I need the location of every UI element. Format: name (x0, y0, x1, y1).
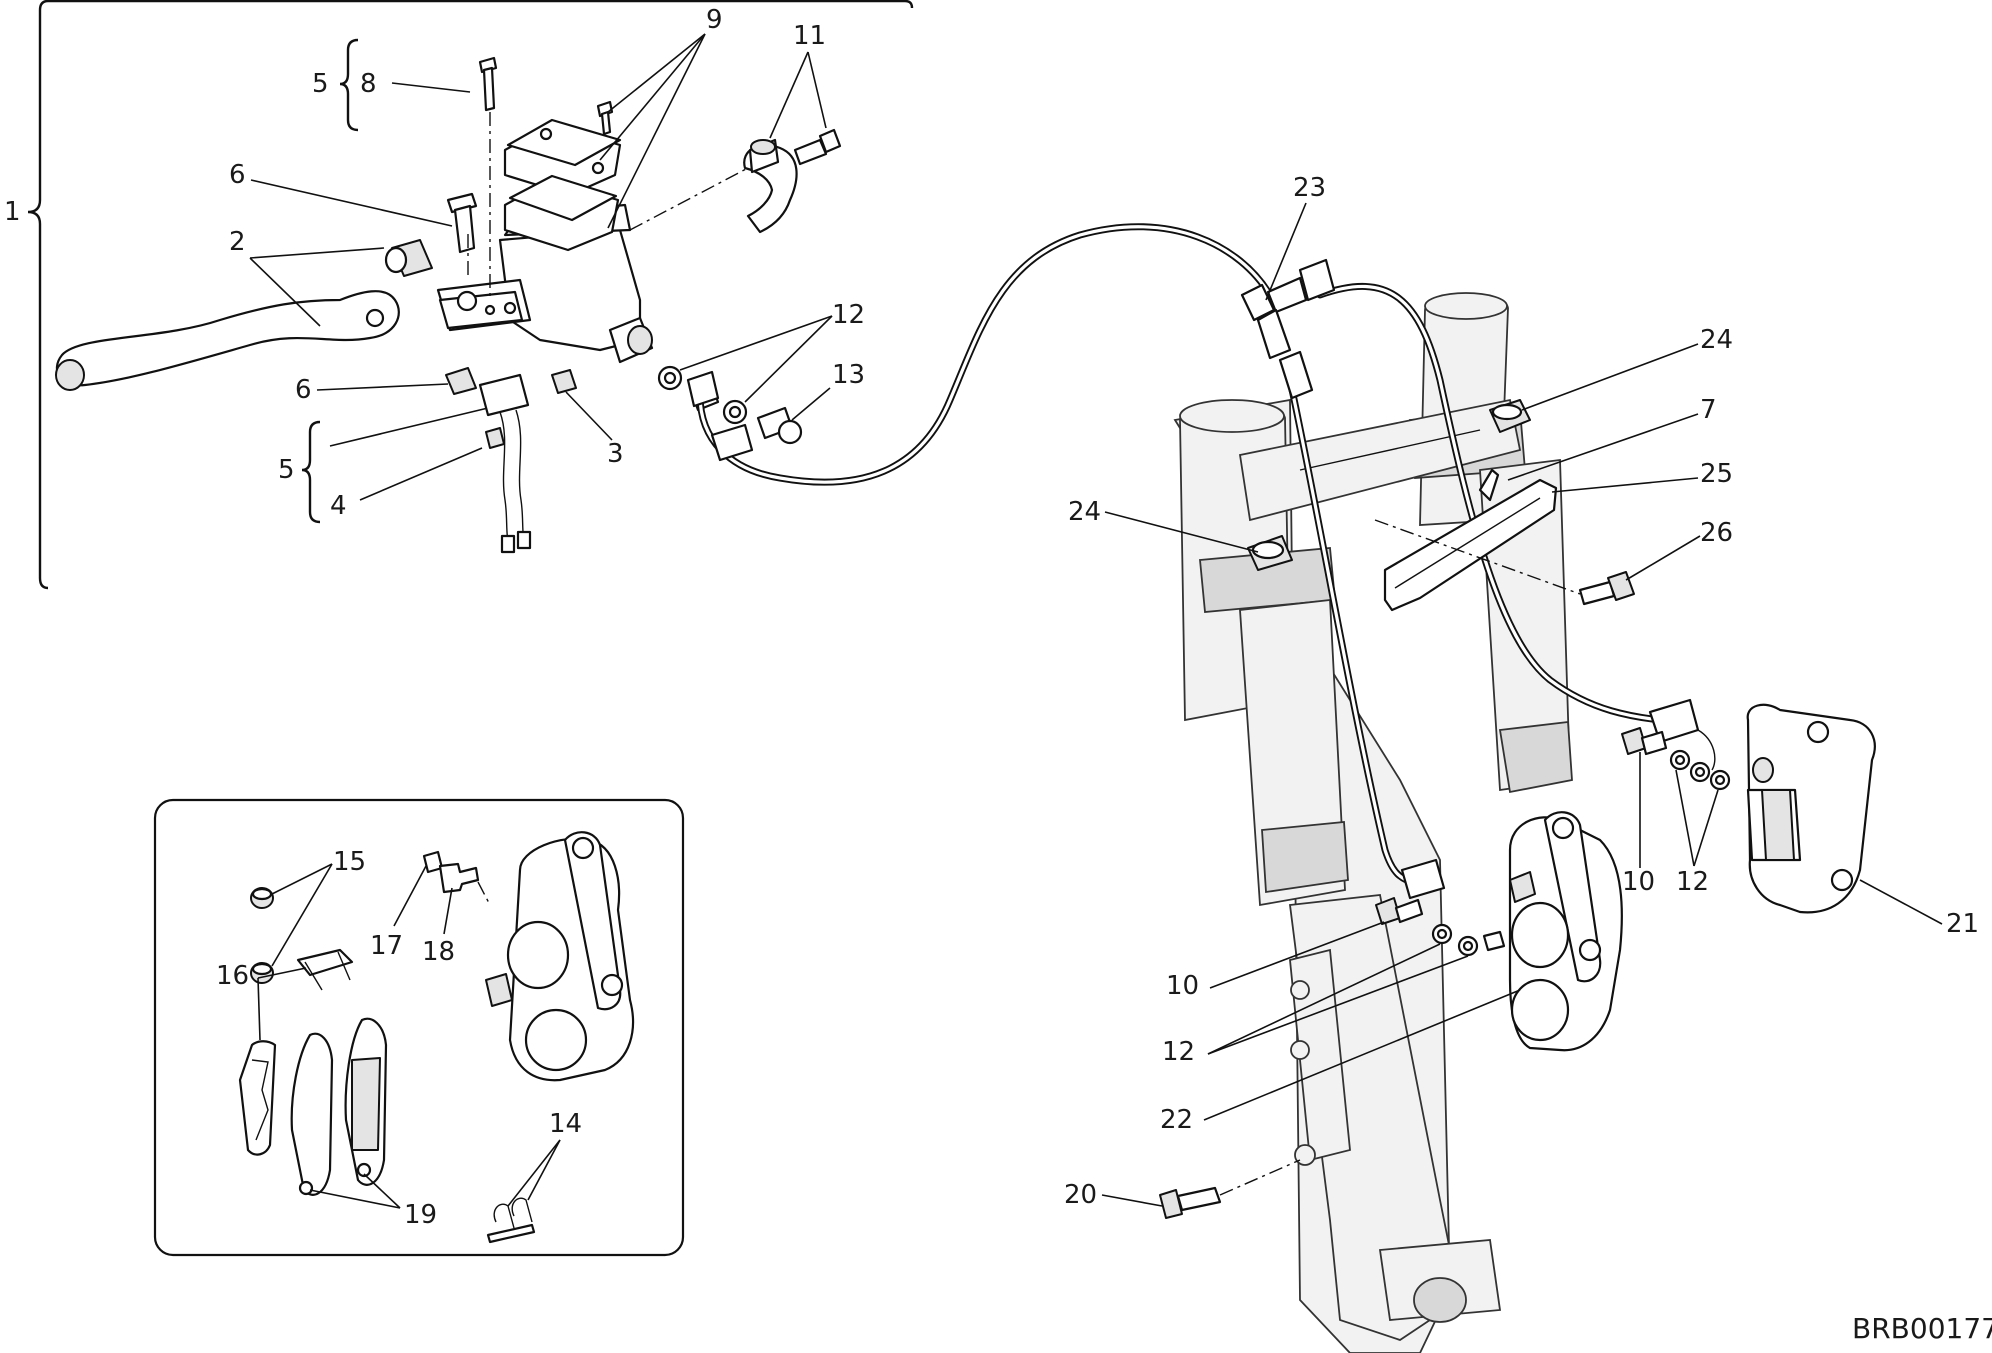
callout-15: 15 (333, 847, 366, 877)
callout-2: 2 (229, 227, 246, 257)
callout-5-upper: 5 (312, 69, 329, 99)
bolt-20 (1159, 1159, 1301, 1219)
hose-bracket (1383, 478, 1558, 612)
left-caliper (1375, 811, 1623, 1052)
callout-3: 3 (607, 439, 624, 469)
callout-12-right: 12 (1676, 867, 1709, 897)
callout-24-left: 24 (1068, 497, 1101, 527)
front-fork (1173, 292, 1573, 1353)
master-cylinder-assembly (55, 56, 842, 554)
callout-17: 17 (370, 931, 403, 961)
callout-10-left: 10 (1166, 971, 1199, 1001)
callout-14: 14 (549, 1109, 582, 1139)
callout-22: 22 (1160, 1105, 1193, 1135)
callout-25: 25 (1700, 459, 1733, 489)
drawing-code: BRB00177 (1852, 1312, 1992, 1345)
group-1-bracket: 1 (4, 0, 914, 590)
hose-guide-bracket (1247, 399, 1635, 612)
leaders-upper-left: 2 6 6 3 9 11 12 13 (229, 5, 865, 469)
callout-10-right: 10 (1622, 867, 1655, 897)
callout-9: 9 (706, 5, 723, 35)
callout-5-lower: 5 (278, 455, 295, 485)
right-caliper (1621, 703, 1876, 914)
leaders-right: 23 24 24 7 25 26 10 12 21 10 12 22 20 (1064, 173, 1979, 1210)
callout-6-upper: 6 (229, 160, 246, 190)
group-5-upper-bracket: 5 8 (312, 38, 471, 132)
callout-23: 23 (1293, 173, 1326, 203)
callout-12-left: 12 (1162, 1037, 1195, 1067)
callout-8: 8 (360, 69, 377, 99)
group-5-lower-bracket: 5 4 (278, 407, 489, 524)
brake-lever (55, 290, 400, 387)
callout-11: 11 (793, 21, 826, 51)
callout-21: 21 (1946, 909, 1979, 939)
callout-4: 4 (330, 491, 347, 521)
inset-caliper-kit: 15 17 18 16 19 14 (153, 798, 685, 1257)
callout-24-right: 24 (1700, 325, 1733, 355)
callout-26: 26 (1700, 518, 1733, 548)
callout-6-lower: 6 (295, 375, 312, 405)
callout-1: 1 (4, 197, 21, 227)
callout-7: 7 (1700, 395, 1717, 425)
callout-13: 13 (832, 360, 865, 390)
callout-12-top: 12 (832, 300, 865, 330)
callout-16: 16 (216, 961, 249, 991)
callout-18: 18 (422, 937, 455, 967)
callout-19: 19 (404, 1200, 437, 1230)
callout-20: 20 (1064, 1180, 1097, 1210)
